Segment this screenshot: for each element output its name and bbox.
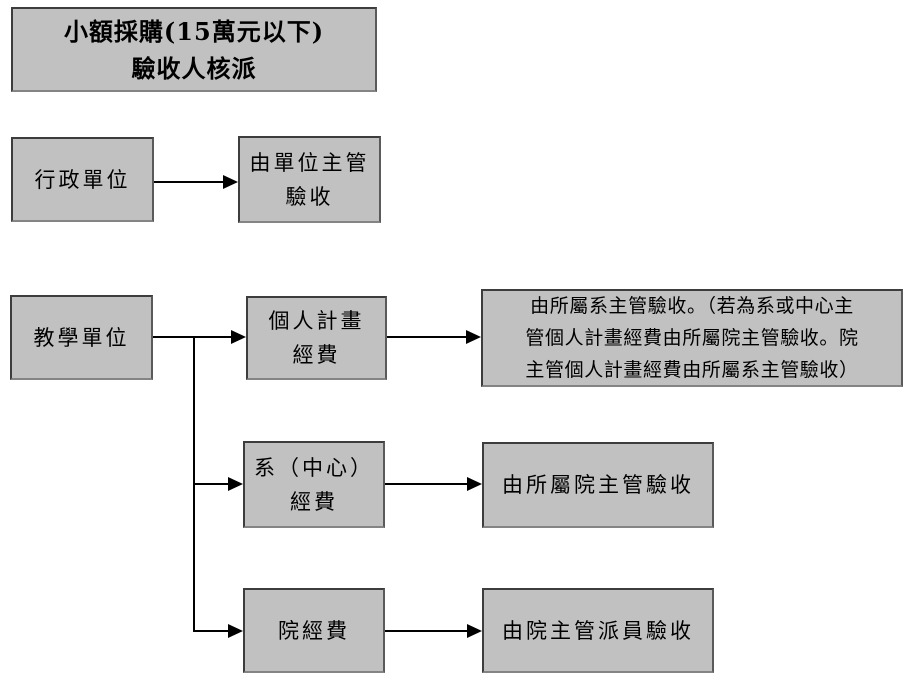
title-line-2: 驗收人核派 — [131, 53, 257, 83]
arrow-admin-to-result-line — [154, 181, 223, 183]
arrow-branch-to-dept-head — [228, 477, 243, 491]
node-personal-fund-line-1: 個人計畫 — [268, 309, 365, 333]
node-personal-result-line-2: 管個人計畫經費由所屬院主管驗收。院 — [525, 327, 859, 349]
node-dept-fund-line-2: 經費 — [290, 489, 338, 514]
arrow-college-to-result-head — [467, 624, 482, 638]
node-personal-result: 由所屬系主管驗收。（若為系或中心主 管個人計畫經費由所屬院主管驗收。院 主管個人… — [481, 289, 903, 387]
arrow-dept-to-result-line — [385, 483, 467, 485]
node-college-result: 由院主管派員驗收 — [482, 588, 714, 673]
arrow-dept-to-result-head — [467, 477, 482, 491]
arrow-branch-to-college-head — [228, 624, 243, 638]
node-personal-result-line-3: 主管個人計畫經費由所屬系主管驗收） — [525, 359, 859, 381]
node-dept-fund-line-1: 系（中心） — [254, 455, 374, 480]
node-admin-unit-label: 行政單位 — [34, 167, 131, 192]
node-college-fund-label: 院經費 — [278, 618, 350, 643]
title-line-1: 小額採購(15萬元以下) — [63, 16, 325, 46]
node-dept-fund: 系（中心） 經費 — [243, 441, 385, 528]
arrow-personal-to-result-head — [466, 330, 481, 344]
node-admin-result-line-2: 驗收 — [285, 184, 334, 209]
node-college-fund: 院經費 — [243, 588, 385, 673]
node-dept-result: 由所屬院主管驗收 — [482, 442, 714, 528]
arrow-admin-to-result-head — [223, 175, 238, 189]
node-admin-unit: 行政單位 — [11, 137, 154, 222]
arrow-branch-to-college-line — [193, 630, 228, 632]
arrow-college-to-result-line — [385, 630, 467, 632]
node-college-result-label: 由院主管派員驗收 — [502, 618, 694, 643]
arrow-personal-to-result-line — [387, 336, 466, 338]
node-admin-result-line-1: 由單位主管 — [249, 150, 370, 175]
node-teaching-unit-label: 教學單位 — [33, 325, 130, 350]
node-personal-result-line-1: 由所屬系主管驗收。（若為系或中心主 — [530, 295, 854, 317]
title-box: 小額採購(15萬元以下) 驗收人核派 — [11, 7, 377, 92]
node-personal-fund: 個人計畫 經費 — [246, 296, 387, 380]
arrow-branch-to-dept-line — [193, 483, 228, 485]
node-dept-result-label: 由所屬院主管驗收 — [502, 473, 694, 497]
node-admin-result: 由單位主管 驗收 — [238, 136, 381, 223]
arrow-teaching-to-personal-line — [153, 336, 231, 338]
arrow-teaching-to-personal-head — [231, 330, 246, 344]
node-teaching-unit: 教學單位 — [10, 295, 153, 380]
node-personal-fund-line-2: 經費 — [292, 343, 341, 367]
